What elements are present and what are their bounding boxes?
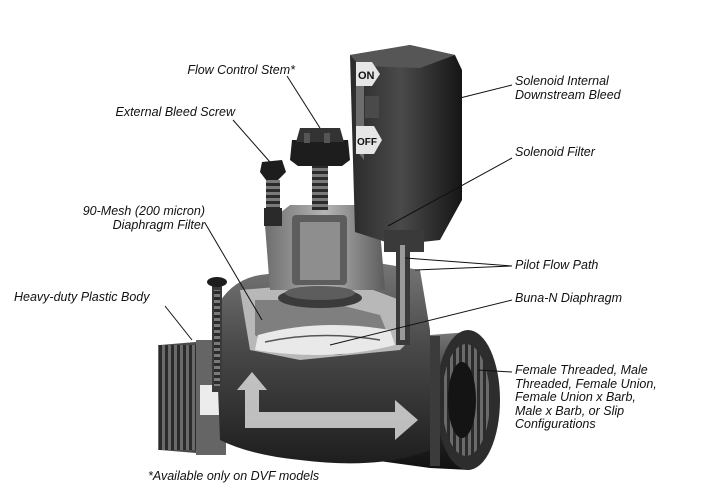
on-label: ON (358, 70, 375, 82)
solenoid-bleed-label-line-2: Downstream Bleed (515, 87, 621, 102)
solenoid-bleed-label: Solenoid Internal Downstream Bleed (515, 74, 621, 102)
configurations-label: Female Threaded, Male Threaded, Female U… (515, 363, 657, 432)
flow-control-stem-label: Flow Control Stem* (187, 63, 295, 77)
solenoid: ON OFF (350, 45, 462, 252)
body-bolt (207, 277, 227, 392)
off-label: OFF (357, 137, 377, 148)
configurations-line-1: Female Threaded, Male (515, 363, 648, 377)
external-bleed-screw (260, 160, 286, 226)
mesh-filter-label-line-1: 90-Mesh (200 micron) (82, 204, 205, 218)
leader-lines (164, 75, 513, 373)
mesh-filter-label: 90-Mesh (200 micron) Diaphragm Filter (60, 204, 205, 232)
configurations-line-2: Threaded, Female Union, (515, 376, 657, 391)
plastic-body-label: Heavy-duty Plastic Body (14, 290, 150, 304)
configurations-line-5: Configurations (515, 417, 596, 431)
off-indicator: OFF (356, 126, 382, 154)
flow-control-stem (290, 128, 350, 210)
diaphragm (255, 325, 395, 355)
mesh-filter-label-line-2: Diaphragm Filter (112, 217, 205, 232)
external-bleed-screw-label: External Bleed Screw (115, 105, 235, 119)
flow-arrow (237, 372, 418, 440)
configurations-line-4: Male x Barb, or Slip (515, 403, 625, 418)
pilot-flow-path-label: Pilot Flow Path (515, 258, 599, 272)
configurations-line-3: Female Union x Barb, (515, 390, 636, 404)
diaphragm-label: Buna-N Diaphragm (515, 291, 622, 305)
solenoid-bleed-label-line-1: Solenoid Internal (515, 74, 609, 88)
pilot-flow-path (396, 240, 410, 345)
on-indicator: ON (356, 62, 380, 86)
solenoid-filter-label: Solenoid Filter (515, 145, 595, 159)
footnote: *Available only on DVF models (148, 469, 320, 483)
